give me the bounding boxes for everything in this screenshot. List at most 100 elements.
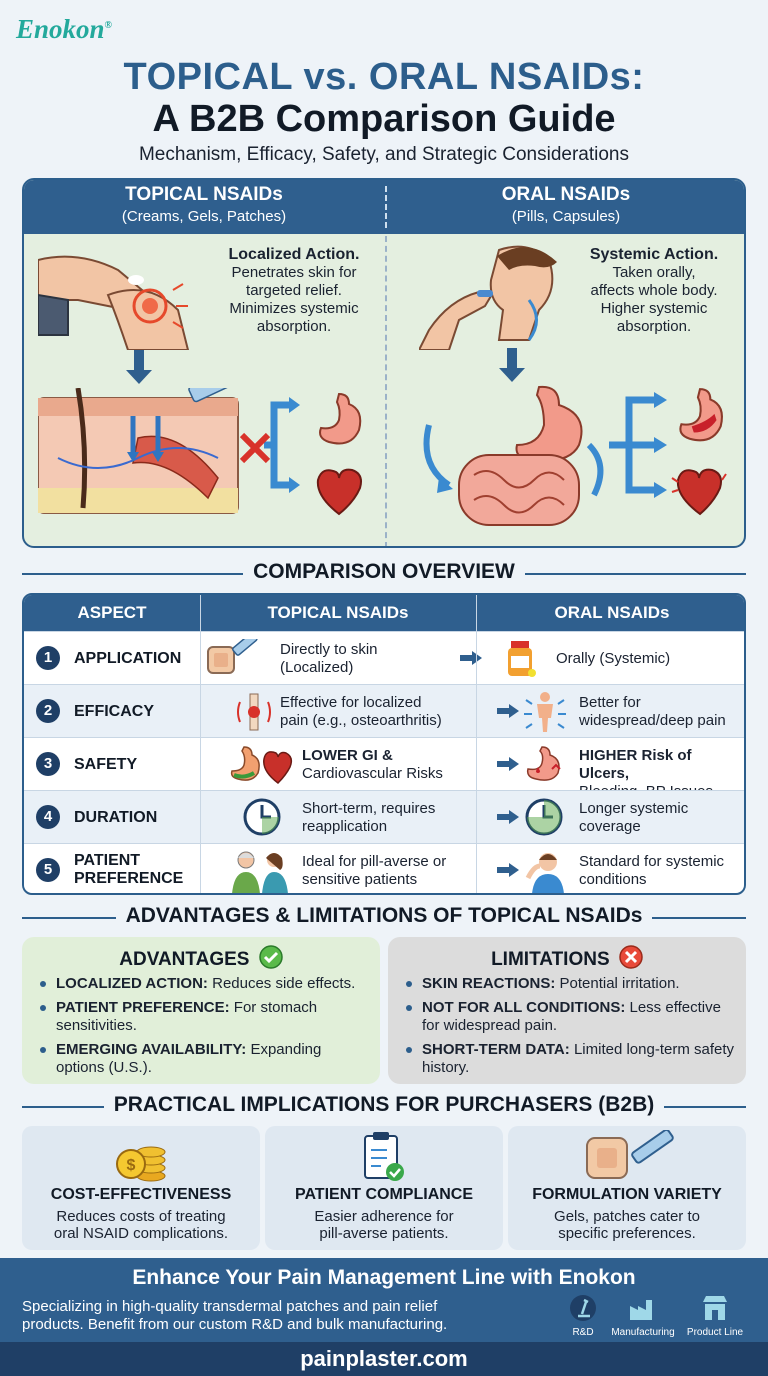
comparison-heading: COMPARISON OVERVIEW (243, 560, 525, 583)
card-desc: pill-averse patients. (319, 1225, 449, 1242)
item-key: NOT FOR ALL CONDITIONS: (422, 999, 626, 1016)
topical-action-text: Localized Action. Penetrates skin for ta… (209, 246, 379, 336)
col-topical: TOPICAL NSAIDs (267, 603, 409, 622)
card-title: FORMULATION VARIETY (532, 1186, 722, 1203)
comparison-section-header: COMPARISON OVERVIEW (22, 560, 746, 588)
branching-arrows-icon (609, 392, 667, 498)
topical-cell: (Localized) (280, 659, 354, 676)
oral-cell: Orally (Systemic) (556, 650, 671, 667)
stomach-bleeding-icon (679, 388, 723, 442)
row-aspect: APPLICATION (74, 650, 182, 667)
knee-joint-icon (237, 693, 271, 731)
stomach-heart-icon (230, 746, 293, 784)
clock-icon (525, 798, 563, 836)
adv-lim-heading-wrap: ADVANTAGES & LIMITATIONS OF TOPICAL NSAI… (22, 904, 746, 928)
person-pill-icon (525, 853, 564, 893)
page-title-line1: TOPICAL vs. ORAL NSAIDs: (123, 56, 645, 98)
product-line-label: Product Line (686, 1327, 744, 1338)
list-item: EMERGING AVAILABILITY: Expanding options… (40, 1041, 372, 1077)
heart-stress-icon (671, 468, 727, 516)
list-item: NOT FOR ALL CONDITIONS: Less effective f… (406, 999, 738, 1035)
footer-desc: products. Benefit from our custom R&D an… (22, 1316, 448, 1333)
rnd-label: R&D (572, 1327, 594, 1338)
page-subtitle: Mechanism, Efficacy, Safety, and Strateg… (138, 144, 629, 165)
website-link[interactable]: painplaster.com (0, 1342, 768, 1376)
hand-knee-illustration (38, 255, 190, 350)
row-aspect: EFFICACY (74, 703, 154, 720)
item-text: Potential irritation. (559, 975, 680, 992)
item-key: SHORT-TERM DATA: (422, 1041, 570, 1058)
oral-cell: conditions (579, 871, 647, 888)
pill-bottle-icon (508, 641, 536, 677)
blocked-arrows-icon (239, 397, 300, 493)
list-item: SHORT-TERM DATA: Limited long-term safet… (406, 1041, 738, 1077)
list-item: SKIN REACTIONS: Potential irritation. (406, 975, 738, 993)
mechanism-panel: TOPICAL NSAIDs (Creams, Gels, Patches) O… (22, 178, 746, 548)
card-desc: oral NSAID complications. (53, 1225, 229, 1242)
manufacturing-label: Manufacturing (611, 1327, 675, 1338)
mechanism-panel-header: TOPICAL NSAIDs (Creams, Gels, Patches) O… (24, 180, 744, 234)
item-text: Less effective for widespread pain. (422, 999, 721, 1034)
item-key: PATIENT PREFERENCE: (56, 999, 230, 1016)
factory-icon (630, 1300, 652, 1320)
list-item: PATIENT PREFERENCE: For stomach sensitiv… (40, 999, 372, 1035)
clipboard-check-icon (364, 1132, 404, 1181)
x-circle-icon (619, 945, 643, 969)
stomach-icon (319, 392, 362, 445)
table-row: 3 SAFETY LOWER GI &Cardiovascular Risks … (24, 737, 744, 800)
adv-lim-heading: ADVANTAGES & LIMITATIONS OF TOPICAL NSAI… (115, 904, 653, 927)
col-divider (200, 595, 201, 893)
oral-action-text: Systemic Action. Taken orally, affects w… (569, 246, 739, 336)
col-divider (476, 595, 477, 893)
advantages-list: LOCALIZED ACTION: Reduces side effects. … (40, 975, 372, 1083)
brand-logo: Enokon® (16, 14, 113, 44)
topical-cell: Short-term, requires (302, 800, 436, 817)
person-pill-illustration (419, 245, 557, 350)
practical-heading-wrap: PRACTICAL IMPLICATIONS FOR PURCHASERS (B… (22, 1093, 746, 1117)
stomach-ulcer-icon (526, 746, 561, 781)
oral-cell: widespread/deep pain (579, 712, 726, 729)
row-aspect: SAFETY (74, 756, 138, 773)
topical-cell: Cardiovascular Risks (302, 765, 443, 782)
oral-cell: Standard for systemic (579, 853, 725, 870)
oral-action-title: Systemic Action. (589, 246, 719, 263)
rnd-badge: R&D (548, 1294, 618, 1338)
row-aspect: PREFERENCE (74, 870, 184, 887)
row-number: 3 (36, 752, 60, 776)
row-aspect: PATIENT (74, 852, 141, 869)
topical-cell: Ideal for pill-averse or (302, 853, 447, 870)
oral-action-line: absorption. (616, 318, 692, 335)
topical-heading: TOPICAL NSAIDs (125, 184, 283, 205)
heart-icon (316, 468, 362, 516)
table-header: ASPECT TOPICAL NSAIDs ORAL NSAIDs (24, 595, 744, 631)
coins-icon: $ (116, 1146, 166, 1182)
item-text: Reduces side effects. (212, 975, 356, 992)
row-number: 2 (36, 699, 60, 723)
oral-cell: coverage (579, 818, 641, 835)
card-desc: Reduces costs of treating (56, 1208, 226, 1225)
arrow-right-icon (497, 863, 519, 877)
practical-card-formulation: FORMULATION VARIETY Gels, patches cater … (508, 1126, 746, 1250)
oral-cell: Longer systemic (579, 800, 689, 817)
item-text: Expanding options (U.S.). (56, 1041, 322, 1076)
arrow-right-icon (497, 704, 519, 718)
oral-heading: ORAL NSAIDs (501, 184, 631, 205)
card-desc: Easier adherence for (314, 1208, 454, 1225)
item-key: LOCALIZED ACTION: (56, 975, 208, 992)
svg-text:$: $ (127, 1157, 136, 1174)
patch-tube-icon (586, 1130, 674, 1179)
topical-sub: (Creams, Gels, Patches) (121, 208, 287, 225)
adv-lim-section-header: ADVANTAGES & LIMITATIONS OF TOPICAL NSAI… (22, 904, 746, 932)
row-number: 1 (36, 646, 60, 670)
arrow-right-icon (460, 651, 482, 665)
skin-layers-illustration (38, 388, 245, 514)
panel-divider (385, 236, 387, 546)
practical-section-header: PRACTICAL IMPLICATIONS FOR PURCHASERS (B… (22, 1093, 746, 1121)
header-divider (385, 186, 387, 228)
practical-heading: PRACTICAL IMPLICATIONS FOR PURCHASERS (B… (103, 1093, 665, 1116)
row-number: 4 (36, 805, 60, 829)
